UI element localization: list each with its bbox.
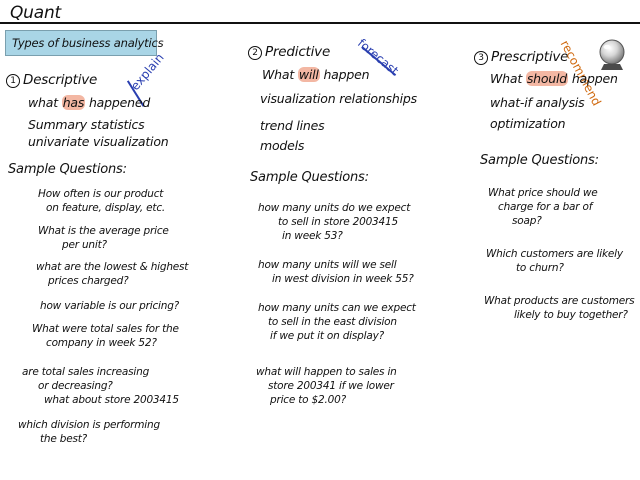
question-line: how many units do we expect bbox=[258, 202, 411, 214]
descriptive-item: Summary statistics bbox=[28, 117, 145, 132]
predictive-item-text: What bbox=[262, 67, 298, 82]
question-line: or decreasing? bbox=[38, 380, 113, 392]
predictive-item: What will happen bbox=[262, 67, 370, 82]
descriptive-item: univariate visualization bbox=[28, 134, 169, 149]
question-line: What is the average price bbox=[38, 225, 169, 237]
predictive-question: how many units will we sell in west divi… bbox=[258, 258, 414, 286]
descriptive-item: what has happened bbox=[28, 95, 150, 110]
prescriptive-question: What products are customers likely to bu… bbox=[484, 294, 635, 322]
question-line: in week 53? bbox=[282, 230, 343, 242]
descriptive-tag: explain bbox=[128, 50, 167, 93]
predictive-heading-label: Predictive bbox=[265, 44, 331, 60]
question-line: which division is performing bbox=[18, 419, 160, 431]
question-line: how many units can we expect bbox=[258, 302, 416, 314]
question-line: likely to buy together? bbox=[514, 309, 628, 321]
title-underline bbox=[0, 22, 640, 24]
question-line: How often is our product bbox=[38, 188, 164, 200]
page-title: Quant bbox=[10, 3, 62, 23]
question-line: what about store 2003415 bbox=[44, 394, 179, 406]
prescriptive-item-text: What bbox=[490, 71, 526, 86]
question-line: to churn? bbox=[516, 262, 564, 274]
predictive-item: models bbox=[260, 138, 305, 153]
descriptive-item-text: what bbox=[28, 95, 62, 110]
question-line: Which customers are likely bbox=[486, 248, 623, 260]
descriptive-sample-label: Sample Questions: bbox=[8, 162, 127, 177]
descriptive-item-text: happened bbox=[85, 95, 151, 110]
question-line: What products are customers bbox=[484, 295, 635, 307]
prescriptive-number: 3 bbox=[474, 51, 488, 65]
prescriptive-item-highlight: should bbox=[525, 71, 569, 86]
question-line: how variable is our pricing? bbox=[40, 300, 180, 312]
question-line: per unit? bbox=[62, 239, 107, 251]
prescriptive-item-text: happen bbox=[568, 71, 618, 86]
question-line: to sell in the east division bbox=[268, 316, 397, 328]
question-line: What price should we bbox=[488, 187, 598, 199]
question-line: prices charged? bbox=[48, 275, 129, 287]
descriptive-question: How often is our product on feature, dis… bbox=[38, 187, 165, 215]
question-line: What were total sales for the bbox=[32, 323, 179, 335]
prescriptive-sample-label: Sample Questions: bbox=[480, 153, 599, 168]
predictive-item: trend lines bbox=[260, 118, 325, 133]
crystal-ball-icon bbox=[599, 39, 625, 70]
question-line: what will happen to sales in bbox=[256, 366, 397, 378]
question-line: what are the lowest & highest bbox=[36, 261, 189, 273]
prescriptive-question: Which customers are likely to churn? bbox=[486, 247, 623, 275]
prescriptive-item: What should happen bbox=[490, 71, 618, 86]
descriptive-question: are total sales increasing or decreasing… bbox=[22, 365, 179, 407]
prescriptive-item: optimization bbox=[490, 116, 566, 131]
question-line: company in week 52? bbox=[46, 337, 157, 349]
question-line: in west division in week 55? bbox=[272, 273, 414, 285]
predictive-sample-label: Sample Questions: bbox=[250, 170, 369, 185]
predictive-question: how many units can we expect to sell in … bbox=[258, 301, 416, 343]
descriptive-question: what are the lowest & highest prices cha… bbox=[36, 260, 188, 288]
question-line: charge for a bar of bbox=[498, 201, 593, 213]
question-line: how many units will we sell bbox=[258, 259, 397, 271]
predictive-item-highlight: will bbox=[297, 67, 320, 82]
question-line: to sell in store 2003415 bbox=[278, 216, 398, 228]
question-line: on feature, display, etc. bbox=[46, 202, 166, 214]
predictive-question: what will happen to sales in store 20034… bbox=[256, 365, 397, 407]
descriptive-number: 1 bbox=[6, 74, 20, 88]
descriptive-question: which division is performing the best? bbox=[18, 418, 160, 446]
predictive-item-text: happen bbox=[319, 67, 370, 82]
predictive-number: 2 bbox=[248, 46, 262, 60]
question-line: soap? bbox=[512, 215, 542, 227]
prescriptive-question: What price should we charge for a bar of… bbox=[488, 186, 598, 228]
question-line: price to $2.00? bbox=[270, 394, 346, 406]
predictive-item: visualization relationships bbox=[260, 91, 417, 106]
predictive-question: how many units do we expect to sell in s… bbox=[258, 201, 410, 243]
question-line: if we put it on display? bbox=[270, 330, 384, 342]
descriptive-question: how variable is our pricing? bbox=[40, 299, 179, 313]
descriptive-question: What were total sales for the company in… bbox=[32, 322, 179, 350]
question-line: store 200341 if we lower bbox=[268, 380, 394, 392]
descriptive-heading-label: Descriptive bbox=[23, 72, 98, 88]
descriptive-question: What is the average price per unit? bbox=[38, 224, 169, 252]
prescriptive-heading-label: Prescriptive bbox=[491, 49, 569, 65]
question-line: are total sales increasing bbox=[22, 366, 150, 378]
prescriptive-item: what-if analysis bbox=[490, 95, 585, 110]
question-line: the best? bbox=[40, 433, 88, 445]
subtitle-box: Types of business analytics bbox=[5, 30, 164, 56]
descriptive-item-highlight: has bbox=[61, 95, 86, 110]
